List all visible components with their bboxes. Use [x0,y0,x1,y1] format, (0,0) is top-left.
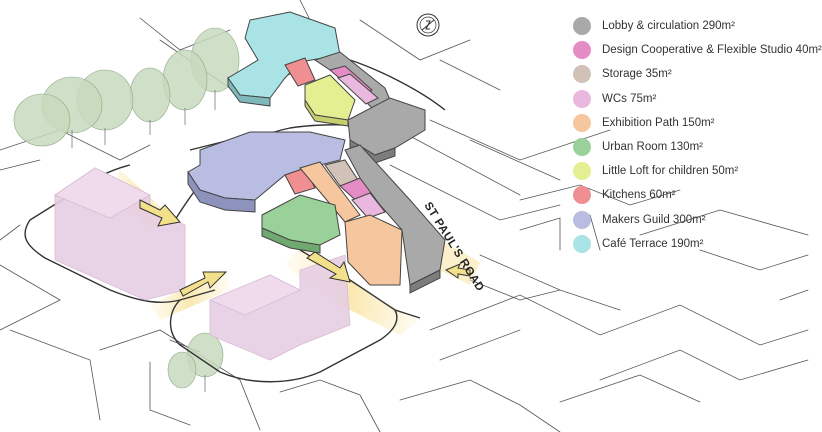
legend-label: Makers Guild 300m² [602,213,706,226]
legend-label: WCs 75m² [602,92,657,105]
trees [13,27,240,389]
legend-swatch [573,65,591,84]
north-arrow-icon [416,13,440,37]
legend-label: Design Cooperative & Flexible Studio 40m… [602,44,822,57]
legend-item: Urban Room 130m² [573,135,805,159]
legend-swatch [573,89,591,108]
legend-swatch [573,138,591,157]
legend-label: Café Terrace 190m² [602,237,704,250]
legend-swatch [573,162,591,181]
legend: Lobby & circulation 290m² Design Cooperat… [573,14,822,256]
legend-item: WCs 75m² [573,87,805,111]
legend-swatch [573,210,591,229]
legend-item: Exhibition Path 150m² [573,111,805,135]
legend-label: Kitchens 60m² [602,189,676,202]
legend-item: Storage 35m² [573,62,805,86]
legend-label: Exhibition Path 150m² [602,116,715,129]
legend-label: Lobby & circulation 290m² [602,20,735,33]
legend-label: Urban Room 130m² [602,141,703,154]
legend-swatch [573,113,591,132]
legend-item: Makers Guild 300m² [573,208,805,232]
legend-item: Kitchens 60m² [573,183,805,207]
legend-label: Little Loft for children 50m² [602,165,739,178]
legend-swatch [573,186,591,205]
legend-swatch [573,41,591,60]
cafe-terrace-block [227,11,341,99]
entrance-arrows [139,199,471,297]
proposed-building [187,11,446,294]
legend-swatch [573,17,591,36]
legend-label: Storage 35m² [602,68,672,81]
legend-item: Lobby & circulation 290m² [573,14,805,38]
legend-item: Café Terrace 190m² [573,232,805,256]
legend-swatch [573,234,591,253]
legend-item: Little Loft for children 50m² [573,159,805,183]
context-buildings [54,167,351,361]
tree-trunks [71,90,216,392]
legend-item: Design Cooperative & Flexible Studio 40m… [573,38,822,62]
